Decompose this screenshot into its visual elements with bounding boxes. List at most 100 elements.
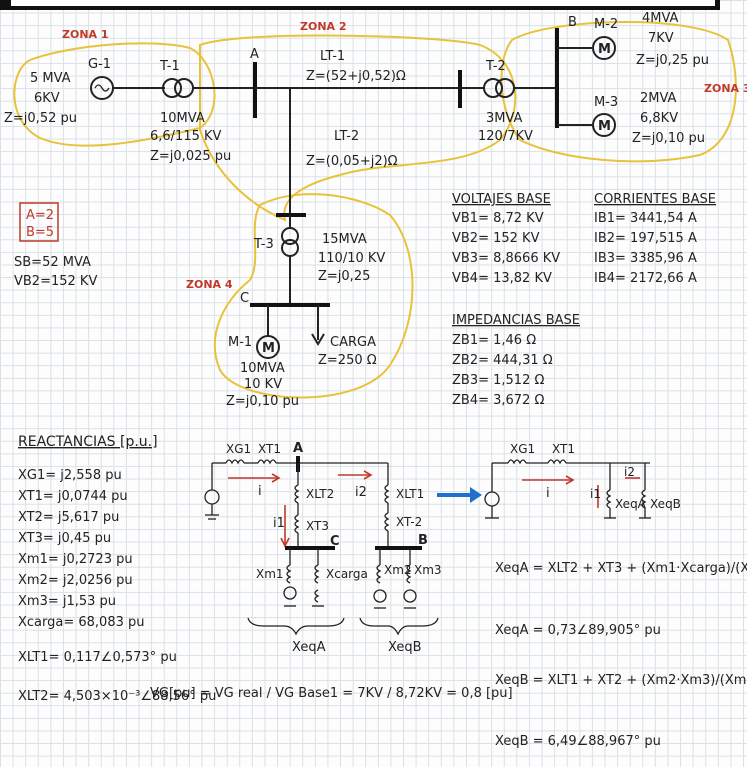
label-node-b: B bbox=[418, 533, 428, 548]
brace-xeqb bbox=[359, 617, 439, 636]
corrientes-title: CORRIENTES BASE bbox=[594, 192, 716, 207]
m2-impedance: Z=j0,25 pu bbox=[636, 53, 709, 68]
reactancia-xt1: XT1= j0,0744 pu bbox=[18, 489, 128, 504]
m3-voltage: 6,8KV bbox=[640, 111, 678, 126]
label-xg1: XG1 bbox=[226, 442, 251, 456]
lt2-name: LT-2 bbox=[334, 129, 359, 144]
reactance-circuit-right: XG1 XT1 i XeqA XeqB i1 i2 bbox=[484, 442, 681, 519]
current-i-arrowhead bbox=[271, 473, 281, 483]
g1-impedance: Z=j0,52 pu bbox=[4, 111, 77, 126]
t1-name: T-1 bbox=[159, 59, 180, 74]
motor-m2-glyph: M bbox=[598, 42, 611, 57]
formula-xeqb-result: XeqB = 6,49∠88,967° pu bbox=[495, 734, 661, 749]
page-top-border bbox=[0, 0, 720, 10]
source-m1-icon bbox=[283, 586, 297, 600]
voltaje-3: VB3= 8,8666 KV bbox=[452, 251, 560, 266]
t3-power: 15MVA bbox=[322, 232, 367, 247]
label-xt1-right: XT1 bbox=[552, 442, 575, 456]
transformer-t3-icon bbox=[281, 227, 299, 245]
label-i: i bbox=[258, 484, 262, 499]
transform-arrowhead bbox=[470, 487, 482, 503]
param-sb: SB=52 MVA bbox=[14, 255, 91, 270]
inductor-xm1-icon bbox=[286, 564, 292, 584]
sine-icon bbox=[94, 84, 110, 92]
reactancia-xcarga: Xcarga= 68,083 pu bbox=[18, 615, 145, 630]
header-frame bbox=[8, 0, 718, 9]
bus-c-label: C bbox=[240, 291, 249, 306]
bus-b-label: B bbox=[568, 15, 577, 30]
reactancia-xlt1: XLT1= 0,117∠0,573° pu bbox=[18, 650, 177, 665]
label-xt3: XT3 bbox=[306, 519, 329, 533]
lt1-name: LT-1 bbox=[320, 49, 345, 64]
corriente-3: IB3= 3385,96 A bbox=[594, 251, 697, 266]
inductor-xg1-icon bbox=[225, 459, 245, 465]
label-node-c: C bbox=[330, 534, 340, 549]
t2-power: 3MVA bbox=[486, 111, 523, 126]
reactancia-xt2: XT2= j5,617 pu bbox=[18, 510, 119, 525]
m1-power: 10MVA bbox=[240, 361, 285, 376]
load-arrow-icon bbox=[311, 333, 325, 346]
param-a: A=2 bbox=[26, 208, 54, 223]
label-i2-right: i2 bbox=[624, 465, 635, 479]
inductor-xlt2-icon bbox=[294, 484, 300, 504]
inductor-xeqa-icon bbox=[606, 489, 612, 509]
formula-xeqa-result: XeqA = 0,73∠89,905° pu bbox=[495, 623, 661, 638]
reactancia-xt3: XT3= j0,45 pu bbox=[18, 531, 111, 546]
source-m2-icon bbox=[373, 589, 387, 603]
reactancia-xm2: Xm2= j2,0256 pu bbox=[18, 573, 133, 588]
transformer-t2-icon bbox=[483, 78, 503, 98]
label-xeqb: XeqB bbox=[388, 640, 422, 655]
source-right-icon bbox=[484, 491, 500, 507]
impedancia-2: ZB2= 444,31 Ω bbox=[452, 353, 553, 368]
label-xeqa-right: XeqA bbox=[615, 497, 647, 511]
transformer-t3-secondary bbox=[281, 239, 299, 257]
zone-2-label: ZONA 2 bbox=[300, 20, 347, 33]
t1-power: 10MVA bbox=[160, 111, 205, 126]
current-i-right-arrowhead bbox=[565, 475, 575, 485]
t1-impedance: Z=j0,025 pu bbox=[150, 149, 231, 164]
corriente-1: IB1= 3441,54 A bbox=[594, 211, 697, 226]
voltajes-title: VOLTAJES BASE bbox=[452, 192, 551, 207]
m1-voltage: 10 KV bbox=[244, 377, 282, 392]
brace-xeqa bbox=[247, 617, 345, 636]
m2-power: 4MVA bbox=[642, 11, 679, 26]
bus-a-label: A bbox=[250, 47, 259, 62]
t3-name: T-3 bbox=[253, 237, 274, 252]
inductor-xt1-icon bbox=[257, 459, 277, 465]
ab-box bbox=[19, 202, 59, 242]
g1-name: G-1 bbox=[88, 57, 111, 72]
transformer-t1-secondary bbox=[174, 78, 194, 98]
zone-2-boundary bbox=[199, 34, 517, 222]
carga-impedance: Z=250 Ω bbox=[318, 353, 377, 368]
label-xt2: XT-2 bbox=[396, 515, 422, 529]
label-xg1-right: XG1 bbox=[510, 442, 535, 456]
impedancias-title: IMPEDANCIAS BASE bbox=[452, 313, 580, 328]
source-m3-icon bbox=[403, 589, 417, 603]
impedancia-3: ZB3= 1,512 Ω bbox=[452, 373, 544, 388]
carga-name: CARGA bbox=[330, 335, 376, 350]
label-xt1: XT1 bbox=[258, 442, 281, 456]
current-i2-arrowhead bbox=[363, 470, 373, 480]
m1-impedance: Z=j0,10 pu bbox=[226, 394, 299, 409]
label-xcarga: Xcarga bbox=[326, 567, 368, 581]
g1-voltage: 6KV bbox=[34, 91, 60, 106]
t2-name: T-2 bbox=[485, 59, 506, 74]
corriente-4: IB4= 2172,66 A bbox=[594, 271, 697, 286]
m3-power: 2MVA bbox=[640, 91, 677, 106]
zone-4-label: ZONA 4 bbox=[186, 278, 233, 291]
inductor-xlt1-icon bbox=[384, 484, 390, 504]
inductor-xcarga-lower bbox=[314, 589, 320, 603]
inductor-xt1-right-icon bbox=[547, 459, 567, 465]
formula-xeqa: XeqA = XLT2 + XT3 + (Xm1·Xcarga)/(Xm1+Xc… bbox=[495, 561, 747, 576]
motor-m3-icon bbox=[592, 113, 616, 137]
voltaje-1: VB1= 8,72 KV bbox=[452, 211, 544, 226]
motor-m1-glyph: M bbox=[262, 341, 275, 356]
reactancia-xm3: Xm3= j1,53 pu bbox=[18, 594, 116, 609]
zone-4-boundary bbox=[213, 193, 414, 399]
m2-name: M-2 bbox=[594, 17, 618, 32]
reactancia-xlt2: XLT2= 4,503×10⁻³∠88,56° pu bbox=[18, 689, 216, 704]
reactancia-xg1: XG1= j2,558 pu bbox=[18, 468, 122, 483]
impedancia-1: ZB1= 1,46 Ω bbox=[452, 333, 536, 348]
